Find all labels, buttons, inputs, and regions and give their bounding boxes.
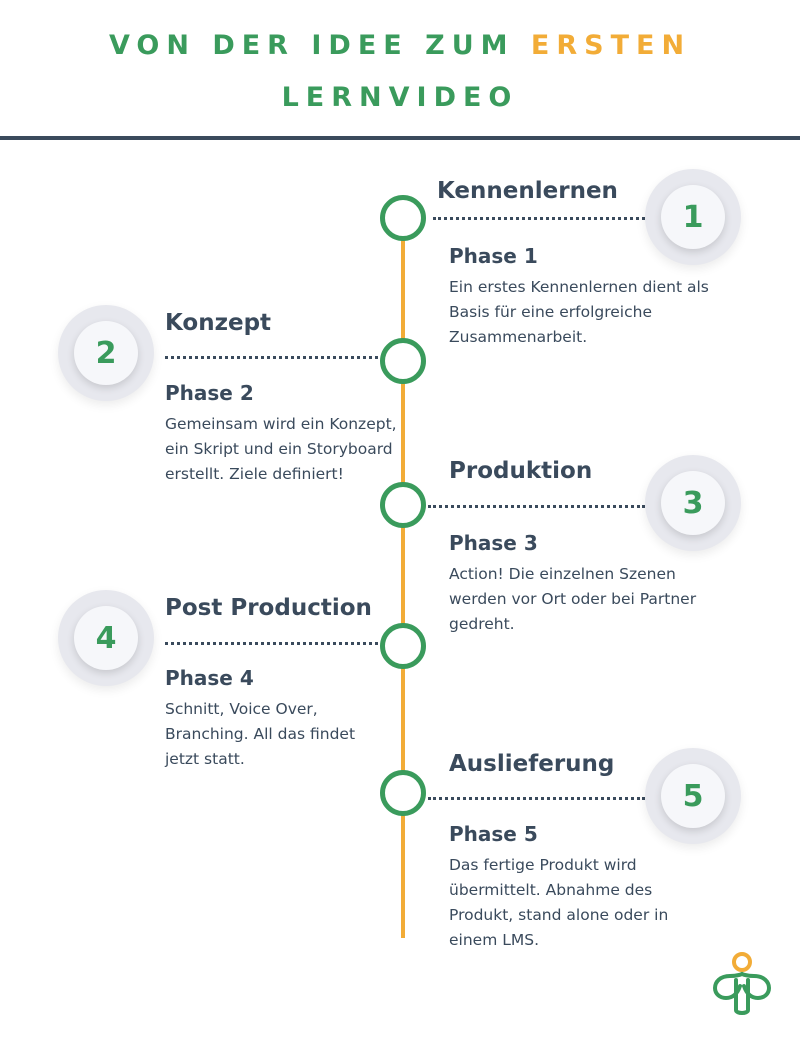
phase-badge-4: 4 [58, 590, 154, 686]
timeline-node-1 [380, 195, 426, 241]
phase-number-3: 3 [661, 471, 725, 535]
phase-badge-3: 3 [645, 455, 741, 551]
timeline-node-2 [380, 338, 426, 384]
connector-3 [428, 505, 645, 508]
page-title-line-1: VON DER IDEE ZUM ERSTEN [0, 30, 800, 61]
phase-description-5: Das fertige Produkt wird übermittelt. Ab… [449, 856, 669, 949]
phase-subtitle-2: Phase 2 [165, 381, 254, 405]
phase-title-4: Post Production [165, 595, 372, 621]
phase-description-2: Gemeinsam wird ein Konzept, ein Skript u… [165, 415, 397, 483]
phase-number-2: 2 [74, 321, 138, 385]
phase-description-4: Schnitt, Voice Over, Branching. All das … [165, 700, 356, 768]
phase-number-5: 5 [661, 764, 725, 828]
phase-subtitle-5: Phase 5 [449, 822, 538, 846]
title-accent: ERSTEN [530, 30, 692, 61]
timeline-node-3 [380, 482, 426, 528]
phase-title-2: Konzept [165, 310, 272, 336]
timeline-node-4 [380, 623, 426, 669]
phase-subtitle-1: Phase 1 [449, 244, 538, 268]
phase-description-3: Action! Die einzelnen Szenen werden vor … [449, 565, 697, 633]
phase-number-1: 1 [661, 185, 725, 249]
phase-title-5: Auslieferung [449, 751, 615, 777]
phase-subtitle-3: Phase 3 [449, 531, 538, 555]
phase-badge-1: 1 [645, 169, 741, 265]
connector-2 [165, 356, 378, 359]
phase-title-1: Kennenlernen [437, 178, 618, 204]
phase-description-1: Ein erstes Kennenlernen dient als Basis … [449, 278, 709, 346]
phase-badge-5: 5 [645, 748, 741, 844]
connector-4 [165, 642, 378, 645]
phase-title-3: Produktion [449, 458, 593, 484]
title-part-1: VON DER IDEE ZUM [108, 30, 515, 61]
phase-badge-2: 2 [58, 305, 154, 401]
timeline-node-5 [380, 770, 426, 816]
connector-1 [433, 217, 645, 220]
header-divider [0, 136, 800, 140]
brand-logo-icon [712, 952, 772, 1015]
connector-5 [428, 797, 645, 800]
phase-number-4: 4 [74, 606, 138, 670]
phase-subtitle-4: Phase 4 [165, 666, 254, 690]
timeline-line [401, 236, 405, 938]
page-title-line-2: LERNVIDEO [281, 82, 519, 113]
